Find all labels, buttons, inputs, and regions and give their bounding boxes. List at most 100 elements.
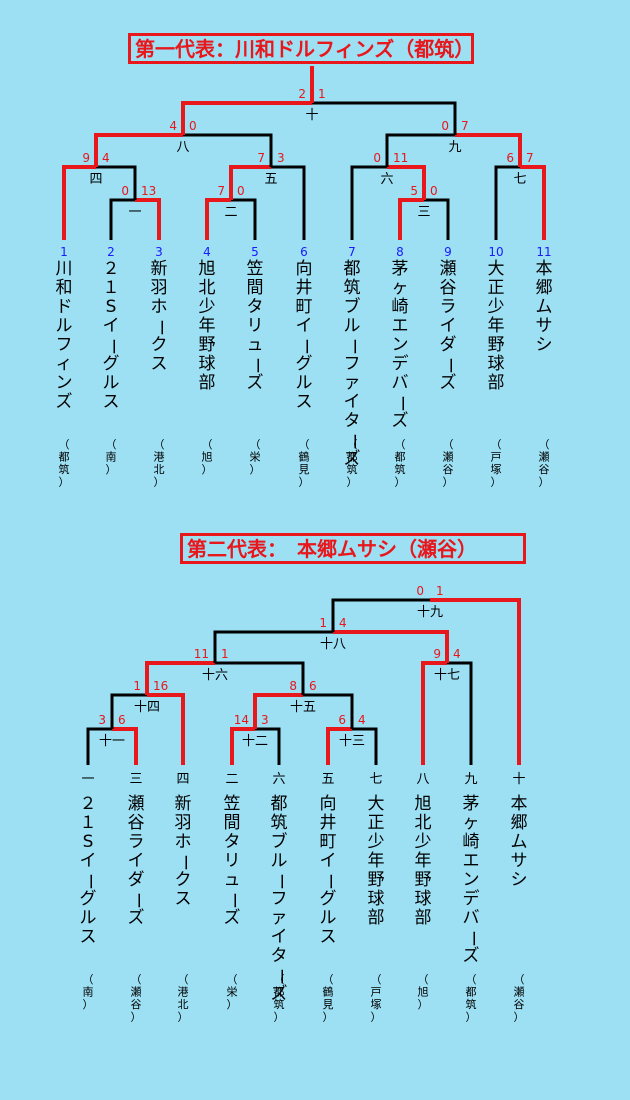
b2-g16-right-score: 1 <box>221 647 229 661</box>
b1-team-name-char: バ <box>392 373 409 393</box>
b1-team-name-char: 部 <box>199 373 216 393</box>
b1-team-name-char: ク <box>151 335 168 355</box>
b2-team-area-char: ） <box>514 1011 525 1024</box>
b1-team-name-char: ズ <box>440 373 457 393</box>
b1-team-name-char: ス <box>151 354 168 374</box>
b2-g18-match-right-line <box>333 630 449 663</box>
b1-team-area-char: ） <box>491 476 502 489</box>
b2-team-game: 一 <box>81 772 94 787</box>
b1-team-name-char: ル <box>56 316 73 336</box>
b1-team-area-char: （ <box>250 438 261 451</box>
b2-g17-game-label: 十七 <box>434 668 460 683</box>
b1-team-name-char: ム <box>536 297 553 317</box>
b1-team-name-char: ヶ <box>392 278 409 298</box>
b1-team-name-char: ァ <box>344 373 361 393</box>
b2-g18-right-score: 4 <box>339 616 347 630</box>
b1-g7-match-right-line <box>520 165 546 240</box>
b1-g6-left-score: 0 <box>373 151 381 165</box>
b1-g5-game-label: 五 <box>264 172 277 187</box>
b1-g9-match-left-line <box>385 133 455 167</box>
b1-g4-right-score: 4 <box>102 151 110 165</box>
b2-team-name-char: 郷 <box>511 813 528 833</box>
b1-team-name-char: 谷 <box>440 278 457 298</box>
b2-g18-left-score: 1 <box>319 616 327 630</box>
b1-team-name-char: イ <box>344 392 361 412</box>
b1-team-name-char: 少 <box>199 297 216 317</box>
b2-team-area-char: 南 <box>83 986 94 999</box>
b2-team-area: （鶴見） <box>323 973 334 1024</box>
b1-team-seed: 2 <box>107 245 115 259</box>
b1-team-area-char: （ <box>539 438 550 451</box>
b2-team-game: 十 <box>512 772 525 787</box>
b1-team-area-char: ） <box>202 463 213 476</box>
b2-g17-match-right-line <box>447 661 473 765</box>
b1-g4-match-right-line <box>96 165 137 200</box>
b1-team-name-char: ー <box>296 338 316 355</box>
b2-team-area-char: （ <box>418 973 429 986</box>
b2-g13-right-score: 4 <box>358 713 366 727</box>
b1-team-name-char: グ <box>103 354 120 374</box>
b1-team-seed: 8 <box>396 245 404 259</box>
b2-team-name-char: ー <box>271 873 291 890</box>
b2-team-area-char: ） <box>323 1011 334 1024</box>
b1-team-area-char: 瀬 <box>539 450 550 464</box>
b1-team-area-char: 都 <box>395 451 406 464</box>
b2-team-name-char: ダ <box>128 870 145 890</box>
bracket1-title: 第一代表：川和ドルフィンズ（都筑） <box>128 33 474 64</box>
b1-team-name-char: 瀬 <box>440 259 457 279</box>
b2-team-area-char: 戸 <box>371 986 382 999</box>
b2-team-name-char: シ <box>511 870 528 890</box>
b2-team-area-char: （ <box>514 973 525 986</box>
b1-team-name-char: ー <box>247 357 267 374</box>
b1-team-area: （栄） <box>250 438 261 476</box>
b1-team-name-char: 郷 <box>536 278 553 298</box>
b2-team-area-char: 塚 <box>371 998 382 1011</box>
b2-g19-left-score: 0 <box>416 584 424 598</box>
b2-team-game: 五 <box>321 772 334 787</box>
b1-g5-left-score: 7 <box>257 151 265 165</box>
b2-g19-right-score: 1 <box>436 584 444 598</box>
b1-team-area-char: （ <box>59 438 70 451</box>
b1-team-area-char: 塚 <box>491 463 502 476</box>
b1-team-area-char: 都 <box>347 451 358 464</box>
b2-team-name-char: ュ <box>224 870 241 890</box>
b2-team-area-char: ） <box>131 1011 142 1024</box>
b1-team-name-char: 正 <box>488 278 505 298</box>
b1-team-name-char: 大 <box>488 259 505 279</box>
b1-team-area-char: 筑 <box>59 462 70 476</box>
b1-team-name-char: ー <box>392 395 412 412</box>
b2-team-area-char: ） <box>83 998 94 1011</box>
b2-team-name-char: ー <box>175 854 195 871</box>
b2-g18-match-left-line <box>213 630 333 663</box>
b2-team-name-char: 茅 <box>463 794 480 814</box>
b2-team-area: （旭） <box>418 973 429 1011</box>
b1-team-name-char: ル <box>103 373 120 393</box>
b2-team-name-char: 少 <box>368 832 385 852</box>
b2-team-name-char: ル <box>320 908 337 928</box>
b2-team-name-char: ー <box>320 873 340 890</box>
b1-team-name-char: ュ <box>247 335 264 355</box>
b2-team-area-char: ） <box>227 998 238 1011</box>
b1-team-area-char: ） <box>395 476 406 489</box>
b2-team-area-char: ） <box>418 998 429 1011</box>
b1-team-name-char: 少 <box>488 297 505 317</box>
b2-team-name-char: 北 <box>415 813 432 833</box>
b1-team-name-char: 町 <box>296 297 313 317</box>
b2-g12-match-left-line <box>230 727 255 765</box>
b1-team-name-char: ル <box>344 316 361 336</box>
b1-team-name-char: 球 <box>199 354 216 374</box>
b1-team-name-char: 部 <box>488 373 505 393</box>
b1-team-name-char: ー <box>440 357 460 374</box>
b1-team-area: （瀬谷） <box>443 438 454 489</box>
b2-team-name-char: ズ <box>463 946 480 966</box>
b2-team-name-char: グ <box>320 889 337 909</box>
b1-team-area-char: 筑 <box>395 462 406 476</box>
b1-team-seed: 10 <box>488 245 503 259</box>
b1-g1-match-left-line <box>109 198 135 240</box>
b2-team-area-char: （ <box>83 973 94 986</box>
b2-team-area-char: 港 <box>178 986 189 999</box>
b1-team-area: （戸塚） <box>491 438 502 489</box>
